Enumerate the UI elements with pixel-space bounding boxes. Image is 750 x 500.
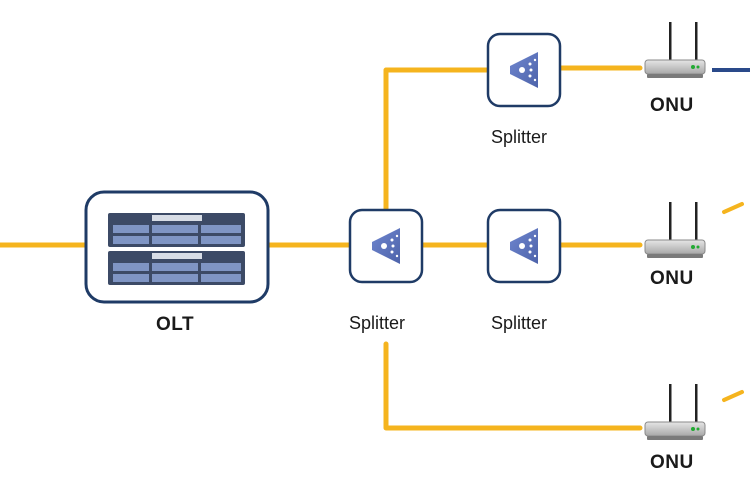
splitter-top-label: Splitter xyxy=(491,127,548,147)
fiber-link-top-branch xyxy=(383,67,491,213)
splitter-main-label: Splitter xyxy=(349,313,406,333)
fiber-link-bottom-branch xyxy=(383,341,643,431)
signal-mark-bottom xyxy=(722,390,744,402)
fiber-links xyxy=(0,65,643,431)
onu-bottom-router-icon xyxy=(644,383,706,441)
onu-middle-label: ONU xyxy=(650,268,694,289)
onu-top-label: ONU xyxy=(650,95,694,116)
server-icon xyxy=(108,213,245,285)
onu-top-router-icon xyxy=(644,21,706,79)
splitter-middle-label: Splitter xyxy=(491,313,548,333)
onu-middle-router-icon xyxy=(644,201,706,259)
signal-mark-mid xyxy=(722,202,744,214)
olt-node xyxy=(84,190,270,304)
onu-bottom-label: ONU xyxy=(650,452,694,473)
splitter-main xyxy=(348,208,424,284)
olt-label: OLT xyxy=(156,314,195,335)
splitter-top xyxy=(486,32,562,108)
splitter-middle xyxy=(486,208,562,284)
